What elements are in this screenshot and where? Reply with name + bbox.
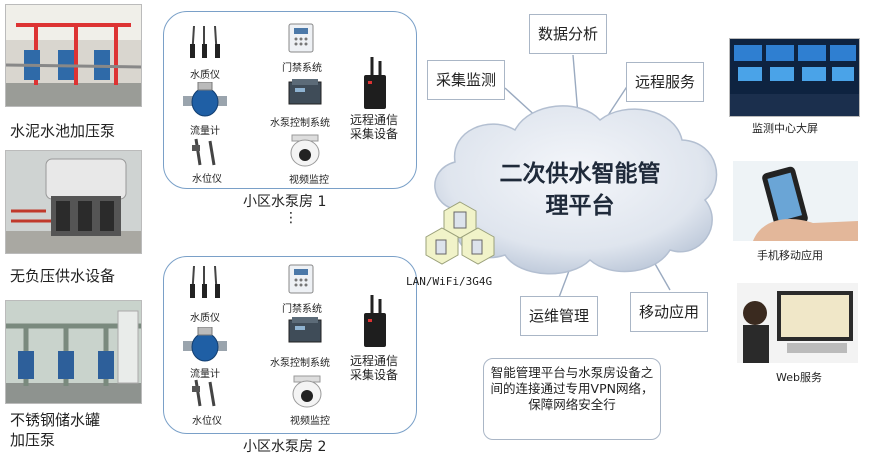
video-camera-icon	[292, 375, 322, 408]
access-control-icon	[288, 264, 314, 294]
flow-meter-label-2: 流量计	[190, 369, 220, 380]
pump-room-1-title: 小区水泵房 1	[243, 194, 327, 210]
flow-meter-icon	[183, 82, 227, 117]
access-control-label-2: 门禁系统	[282, 304, 322, 315]
water-level-label-1: 水位仪	[192, 174, 222, 185]
caption-web-service: Web服务	[776, 371, 822, 384]
video-camera-icon	[290, 134, 320, 167]
platform-title-line1: 二次供水智能管	[499, 161, 661, 187]
remote-comm-line2: 采集设备	[350, 127, 399, 141]
pump-controller-icon	[288, 317, 322, 343]
caption-monitoring-center: 监测中心大屏	[752, 122, 818, 135]
video-monitor-label-1: 视频监控	[289, 175, 329, 186]
access-control-icon	[288, 23, 314, 53]
remote-comm-label-1: 远程通信 采集设备	[350, 113, 398, 141]
cloud-shape	[434, 105, 718, 275]
platform-title: 二次供水智能管 理平台	[480, 158, 680, 222]
label-remote-service: 远程服务	[626, 62, 705, 102]
label-data-analysis: 数据分析	[529, 14, 608, 54]
photo-cement-pool-pump	[5, 4, 142, 107]
caption-stainless-tank-pump-line2: 加压泵	[10, 431, 56, 449]
access-control-label-1: 门禁系统	[282, 63, 322, 74]
water-quality-sensor-icon	[190, 25, 220, 59]
pump-control-label-1: 水泵控制系统	[270, 118, 330, 129]
caption-stainless-tank-pump-line1: 不锈钢储水罐	[10, 411, 101, 429]
platform-title-line2: 理平台	[545, 193, 615, 219]
ellipsis: ⋮	[284, 210, 298, 226]
network-label: LAN/WiFi/3G4G	[406, 275, 493, 288]
router-icon	[364, 57, 386, 109]
label-collect-monitor: 采集监测	[427, 60, 506, 100]
vpn-note: 智能管理平台与水泵房设备之间的连接通过专用VPN网络，保障网络安全行	[483, 358, 661, 440]
flow-meter-icon	[183, 327, 227, 362]
photo-stainless-tank-pump	[5, 300, 142, 404]
remote-comm-label-2: 远程通信 采集设备	[350, 354, 398, 382]
caption-stainless-tank-pump: 不锈钢储水罐 加压泵	[10, 410, 100, 450]
pump-room-2-title: 小区水泵房 2	[243, 439, 327, 455]
water-quality-sensor-icon	[190, 265, 220, 299]
network-topology-icon	[425, 201, 495, 265]
pump-control-label-2: 水泵控制系统	[270, 358, 330, 369]
water-level-sensor-icon	[192, 138, 216, 166]
pump-controller-icon	[288, 79, 322, 105]
label-ops-management: 运维管理	[520, 296, 599, 336]
flow-meter-label-1: 流量计	[190, 126, 220, 137]
water-quality-label-1: 水质仪	[190, 70, 220, 81]
router-icon	[364, 295, 386, 347]
remote-comm-line1: 远程通信	[350, 354, 399, 368]
photo-web-service	[737, 283, 858, 363]
caption-mobile-app: 手机移动应用	[757, 249, 823, 262]
water-quality-label-2: 水质仪	[190, 313, 220, 324]
caption-non-negative-pressure-device: 无负压供水设备	[10, 267, 116, 285]
remote-comm-line2: 采集设备	[350, 368, 399, 382]
caption-cement-pool-pump: 水泥水池加压泵	[10, 122, 116, 140]
label-mobile-app: 移动应用	[630, 292, 709, 332]
photo-monitoring-center	[729, 38, 860, 117]
remote-comm-line1: 远程通信	[350, 113, 399, 127]
photo-mobile-app	[733, 161, 858, 241]
photo-non-negative-pressure-device	[5, 150, 142, 254]
video-monitor-label-2: 视频监控	[290, 416, 330, 427]
water-level-label-2: 水位仪	[192, 416, 222, 427]
water-level-sensor-icon	[192, 379, 216, 407]
